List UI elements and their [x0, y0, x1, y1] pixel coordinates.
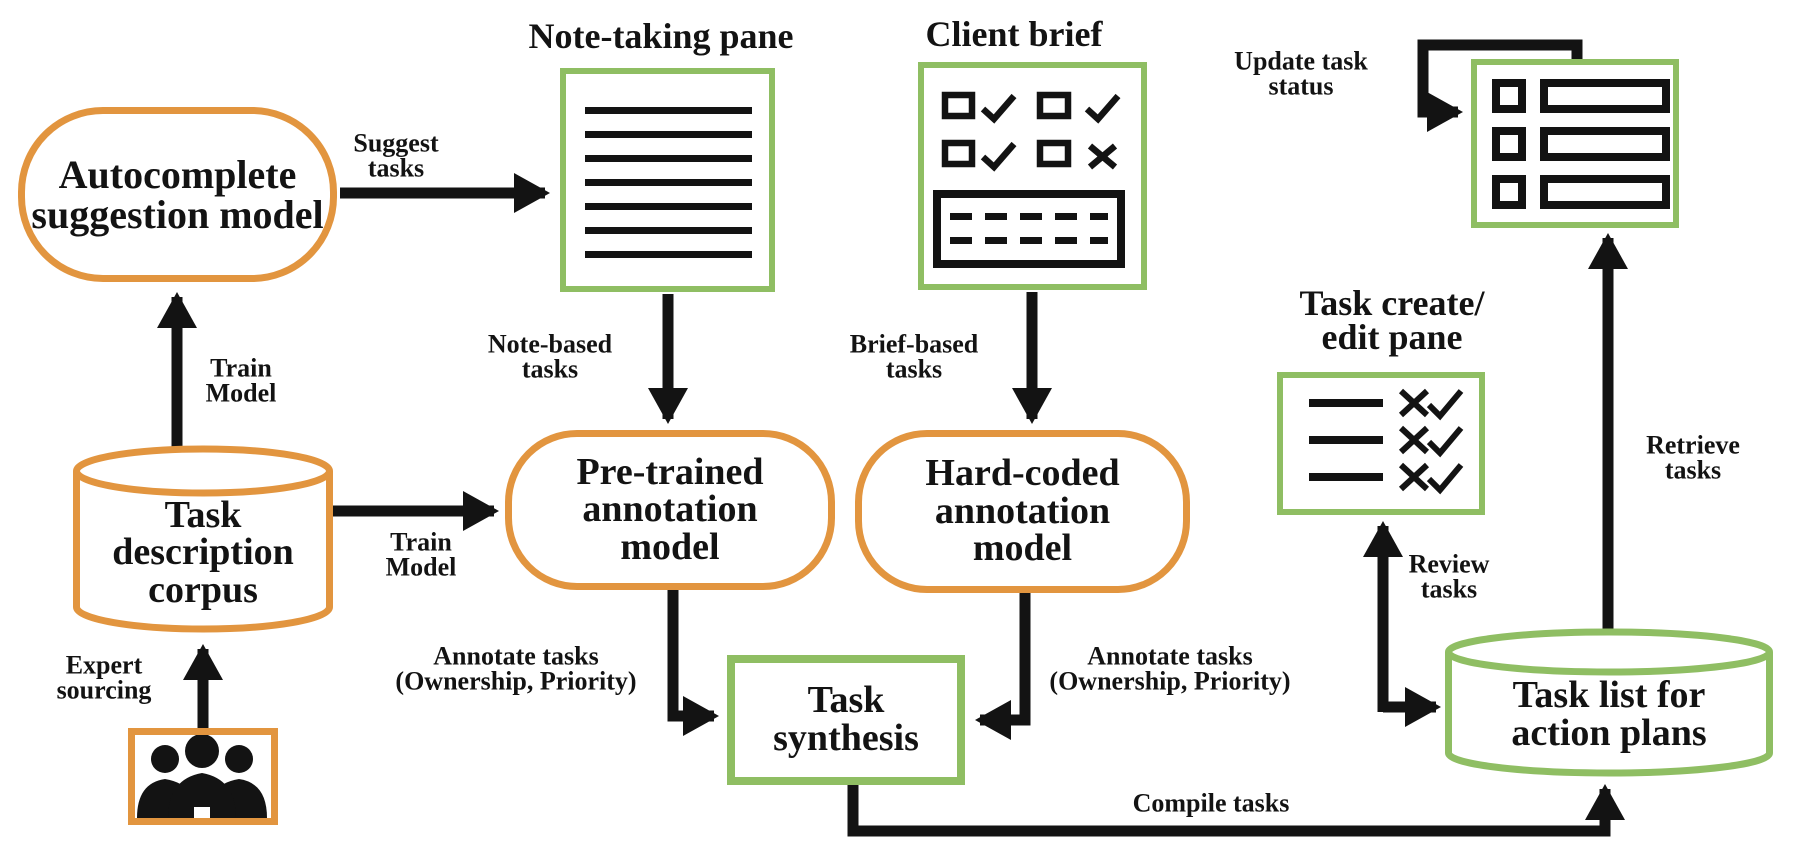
checklist-form-icon — [933, 91, 1125, 268]
node-note-taking-pane — [560, 68, 775, 292]
client-brief-title: Client brief — [925, 14, 1103, 55]
node-client-brief — [918, 62, 1147, 290]
text-lines-icon — [585, 107, 752, 258]
task-corpus-label: Task description corpus — [112, 493, 294, 611]
arrow-update-status-loop — [1417, 39, 1583, 132]
note-pane-title: Note-taking pane — [528, 16, 794, 57]
task-list-label: Task list for action plans — [1511, 673, 1707, 754]
node-pretrained-annotation-model: Pre-trained annotation model — [505, 430, 835, 590]
suggest-tasks-label: Suggest tasks — [353, 128, 439, 183]
edit-pane-title: Task create/ edit pane — [1299, 283, 1485, 357]
arrow-annotate-left — [667, 589, 719, 736]
expert-sourcing-label: Expert sourcing — [56, 650, 152, 705]
autocomplete-label: Autocomplete suggestion model — [31, 151, 324, 237]
annotate-right-label: Annotate tasks (Ownership, Priority) — [1049, 641, 1291, 696]
annotate-left-label: Annotate tasks (Ownership, Priority) — [395, 641, 637, 696]
node-task-list-for-action-plans: Task list for action plans — [1445, 628, 1773, 777]
cylinder-shape-orange — [73, 445, 333, 633]
cylinder-shape-green — [1445, 628, 1773, 777]
retrieve-tasks-label: Retrieve tasks — [1646, 430, 1740, 485]
people-icon — [137, 735, 267, 818]
compile-tasks-label: Compile tasks — [1132, 788, 1290, 818]
arrow-annotate-right — [975, 592, 1031, 740]
node-task-synthesis: Task synthesis — [727, 655, 965, 785]
node-hardcoded-annotation-model: Hard-coded annotation model — [855, 430, 1190, 593]
update-status-label: Update task status — [1234, 46, 1368, 101]
train-model-2-label: Train Model — [385, 527, 457, 582]
node-task-description-corpus: Task description corpus — [73, 445, 333, 633]
node-autocomplete-suggestion-model: Autocomplete suggestion model — [18, 107, 337, 282]
pretrained-label: Pre-trained annotation model — [576, 450, 764, 568]
node-task-status-board — [1471, 59, 1679, 228]
node-expert-group — [128, 728, 278, 825]
task-review-checklist-icon — [1309, 388, 1464, 495]
review-tasks-label: Review tasks — [1408, 549, 1490, 604]
brief-based-label: Brief-based tasks — [849, 329, 979, 384]
arrow-compile-tasks — [847, 783, 1625, 837]
task-status-list-icon — [1492, 79, 1670, 209]
train-model-1-label: Train Model — [205, 353, 277, 408]
synthesis-label: Task synthesis — [773, 679, 919, 759]
hardcoded-label: Hard-coded annotation model — [925, 452, 1120, 570]
note-based-label: Note-based tasks — [487, 329, 613, 384]
node-task-create-edit-pane — [1277, 372, 1485, 515]
